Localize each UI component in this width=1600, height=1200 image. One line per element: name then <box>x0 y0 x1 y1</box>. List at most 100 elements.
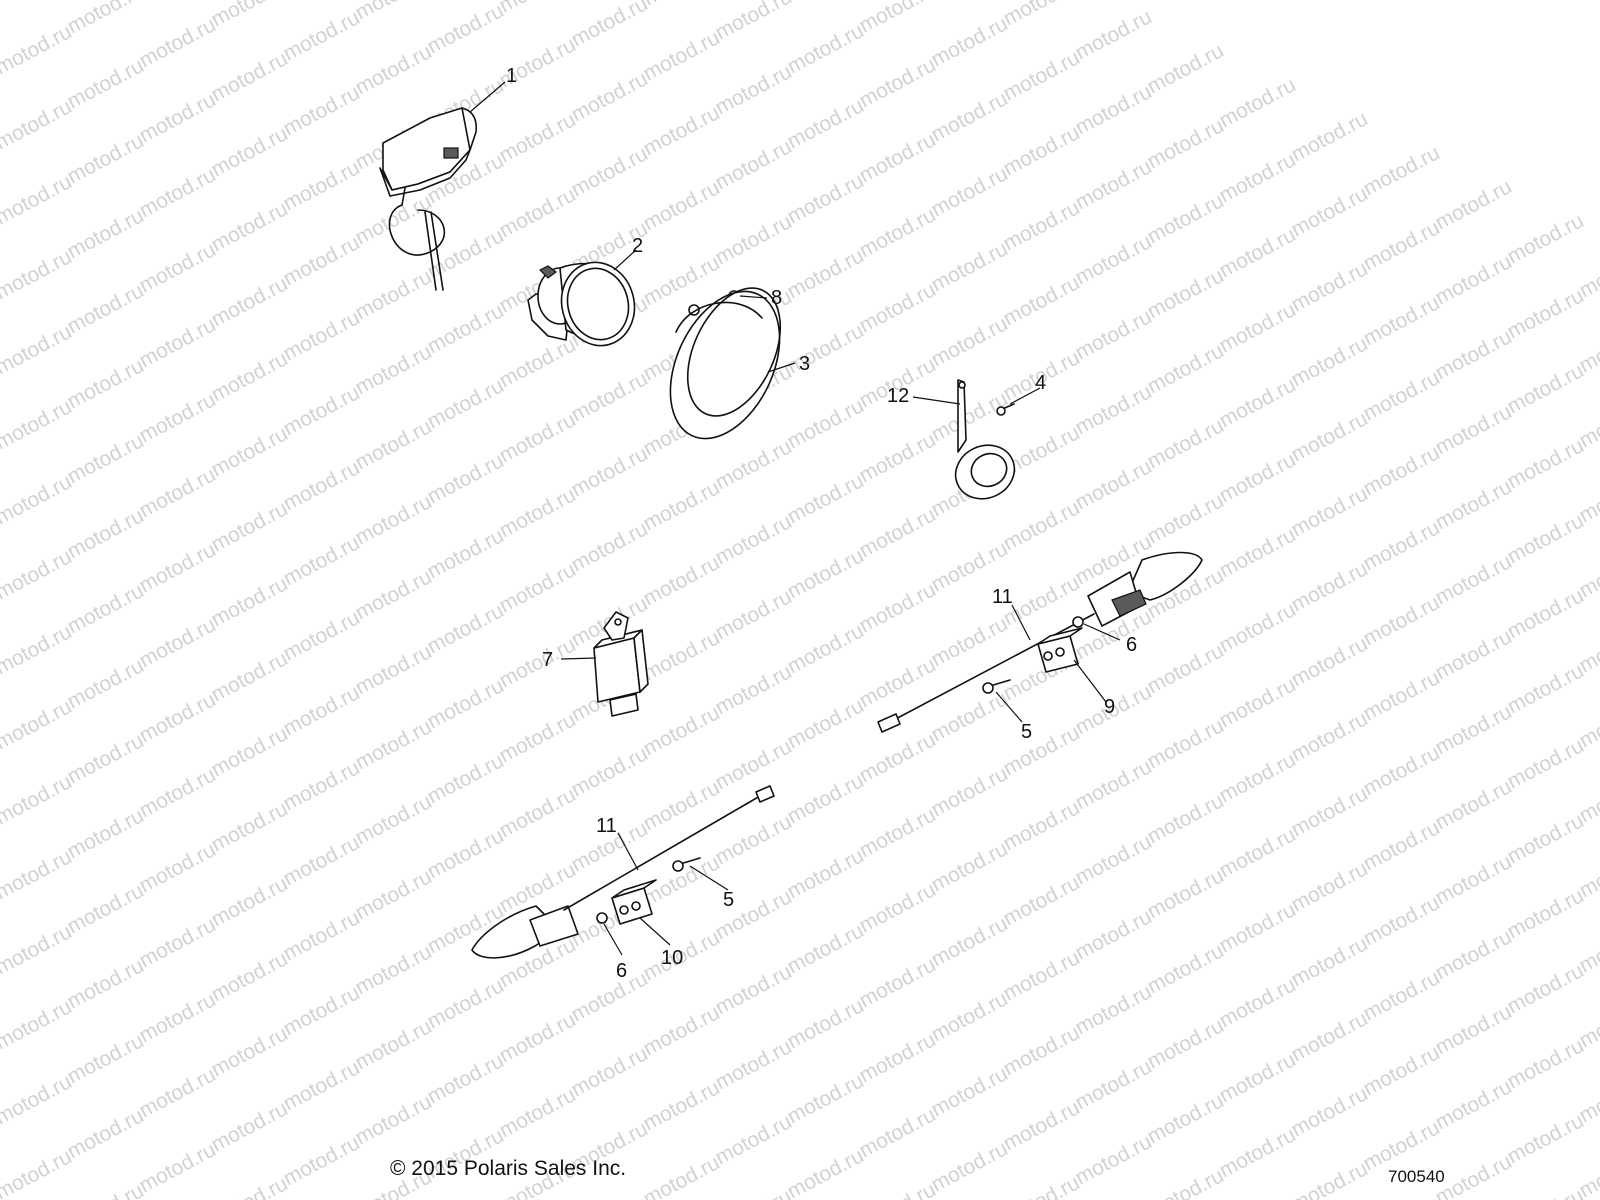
watermark-text: motod.ru <box>856 803 940 862</box>
watermark-text: motod.ru <box>280 156 364 215</box>
watermark-text: motod.ru <box>1360 516 1444 575</box>
watermark-text: motod.ru <box>496 1083 580 1142</box>
watermark-text: motod.ru <box>1216 373 1300 432</box>
watermark-text: motod.ru <box>928 162 1012 221</box>
part-9-mount-bracket <box>1037 627 1083 673</box>
watermark-text: motod.ru <box>640 1151 724 1200</box>
watermark-text: motod.ru <box>208 272 292 331</box>
watermark-text: motod.ru <box>1072 230 1156 289</box>
watermark-text: motod.ru <box>1000 1171 1084 1200</box>
watermark-text: motod.ru <box>1288 857 1372 916</box>
watermark-text: motod.ru <box>784 994 868 1053</box>
watermark-text: motod.ru <box>64 429 148 488</box>
watermark-text: motod.ru <box>1144 339 1228 398</box>
watermark-text: motod.ru <box>424 824 508 883</box>
watermark-text: motod.ru <box>1288 482 1372 541</box>
watermark-text: motod.ru <box>1000 0 1084 30</box>
watermark-text: motod.ru <box>208 197 292 256</box>
watermark-text: motod.ru <box>856 953 940 1012</box>
watermark-text: motod.ru <box>1360 966 1444 1025</box>
watermark-text: motod.ru <box>712 210 796 269</box>
watermark-text: motod.ru <box>1216 898 1300 957</box>
watermark-text: motod.ru <box>1360 441 1444 500</box>
watermark-text: motod.ru <box>712 735 796 794</box>
watermark-text: motod.ru <box>64 879 148 938</box>
watermark-text: motod.ru <box>1360 891 1444 950</box>
watermark-text: motod.ru <box>640 701 724 760</box>
callout-10: 10 <box>661 947 683 969</box>
watermark-text: motod.ru <box>1288 1157 1372 1200</box>
watermark-text: motod.ru <box>1000 871 1084 930</box>
part-11-turn-signal-left <box>471 785 775 959</box>
watermark-text: motod.ru <box>1072 1130 1156 1189</box>
watermark-text: motod.ru <box>64 804 148 863</box>
watermark-text: motod.ru <box>1072 755 1156 814</box>
watermark-text: motod.ru <box>1000 496 1084 555</box>
watermark-text: motod.ru <box>1216 148 1300 207</box>
watermark-text: motod.ru <box>280 1056 364 1115</box>
watermark-text: motod.ru <box>712 960 796 1019</box>
callout-11-upper: 11 <box>992 586 1013 608</box>
watermark-text: motod.ru <box>424 0 508 58</box>
watermark-text: motod.ru <box>1072 830 1156 889</box>
part-2-round-lamp <box>527 261 636 347</box>
watermark-text: motod.ru <box>1504 584 1588 643</box>
watermark-text: motod.ru <box>208 797 292 856</box>
watermark-text: motod.ru <box>1144 714 1228 773</box>
watermark-text: motod.ru <box>424 524 508 583</box>
watermark-text: motod.ru <box>1072 380 1156 439</box>
watermark-text: motod.ru <box>1504 434 1588 493</box>
watermark-text: motod.ru <box>784 19 868 78</box>
watermark-text: motod.ru <box>0 770 76 829</box>
part-1-tail-light <box>379 107 478 291</box>
watermark-text: motod.ru <box>784 169 868 228</box>
watermark-text: motod.ru <box>928 837 1012 896</box>
watermark-text: motod.ru <box>0 620 76 679</box>
watermark-text: motod.ru <box>280 381 364 440</box>
watermark-text: motod.ru <box>712 135 796 194</box>
watermark-text: motod.ru <box>1432 325 1516 384</box>
watermark-text: motod.ru <box>496 783 580 842</box>
watermark-text: motod.ru <box>136 88 220 147</box>
watermark-text: motod.ru <box>928 612 1012 671</box>
part-5-screw-upper <box>982 679 1011 694</box>
watermark-text: motod.ru <box>136 613 220 672</box>
watermark-text: motod.ru <box>1504 284 1588 343</box>
watermark-text: motod.ru <box>208 647 292 706</box>
callout-7: 7 <box>542 649 553 671</box>
watermark-text: motod.ru <box>928 1137 1012 1196</box>
watermark-text: motod.ru <box>352 640 436 699</box>
watermark-text: motod.ru <box>280 981 364 1040</box>
watermark-text: motod.ru <box>1288 107 1372 166</box>
watermark-text: motod.ru <box>712 435 796 494</box>
watermark-text: motod.ru <box>640 176 724 235</box>
watermark-text: motod.ru <box>1360 216 1444 275</box>
watermark-text: motod.ru <box>1144 1014 1228 1073</box>
watermark-text: motod.ru <box>784 544 868 603</box>
watermark-text: motod.ru <box>280 681 364 740</box>
watermark-text: motod.ru <box>1000 1096 1084 1155</box>
watermark-text: motod.ru <box>1360 591 1444 650</box>
watermark-text: motod.ru <box>568 1042 652 1101</box>
watermark-text: motod.ru <box>208 497 292 556</box>
watermark-text: motod.ru <box>784 919 868 978</box>
watermark-text: motod.ru <box>712 510 796 569</box>
watermark-text: motod.ru <box>0 845 76 904</box>
watermark-text: motod.ru <box>136 763 220 822</box>
watermark-text: motod.ru <box>784 94 868 153</box>
watermark-text: motod.ru <box>1504 809 1588 868</box>
watermark-text: motod.ru <box>496 0 580 17</box>
watermark-text: motod.ru <box>424 224 508 283</box>
watermark-text: motod.ru <box>1504 359 1588 418</box>
watermark-text: motod.ru <box>64 504 148 563</box>
watermark-text: motod.ru <box>1072 980 1156 1039</box>
watermark-text: motod.ru <box>136 538 220 597</box>
watermark-text: motod.ru <box>1504 209 1588 268</box>
watermark-text: motod.ru <box>0 245 76 304</box>
watermark-text: motod.ru <box>136 838 220 897</box>
watermark-text: motod.ru <box>1072 80 1156 139</box>
callout-6-lower: 6 <box>616 960 627 982</box>
watermark-text: motod.ru <box>1360 816 1444 875</box>
callout-11-lower: 11 <box>596 815 617 837</box>
